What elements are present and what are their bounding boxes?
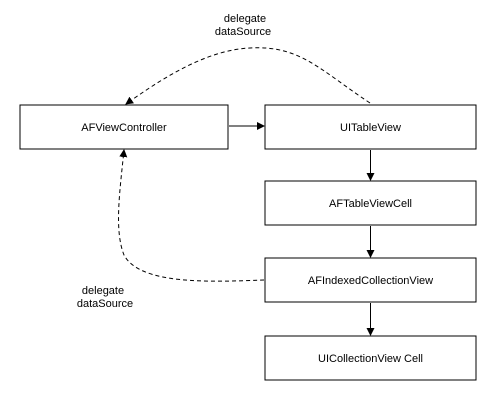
top-edge-label-datasource: dataSource xyxy=(215,26,271,38)
node-afindexedcollectionview: AFIndexedCollectionView xyxy=(264,257,477,303)
node-uicollectionviewcell-label: UICollectionView Cell xyxy=(318,353,423,365)
edge-indexedcollectionview-delegate-to-viewcontroller xyxy=(118,149,265,282)
node-uicollectionviewcell: UICollectionView Cell xyxy=(264,335,477,381)
node-aftableviewcell-label: AFTableViewCell xyxy=(329,198,412,210)
top-edge-label-delegate: delegate xyxy=(224,13,266,25)
node-uitableview-label: UITableView xyxy=(340,122,401,134)
node-afindexedcollectionview-label: AFIndexedCollectionView xyxy=(308,275,433,287)
top-edge-label: delegate dataSource xyxy=(215,13,271,38)
left-edge-label-delegate: delegate xyxy=(82,285,124,297)
node-afviewcontroller-label: AFViewController xyxy=(81,122,167,134)
node-afviewcontroller: AFViewController xyxy=(19,104,229,150)
node-uitableview: UITableView xyxy=(264,104,477,150)
left-edge-label-datasource: dataSource xyxy=(77,298,133,310)
left-edge-label: delegate dataSource xyxy=(77,285,133,310)
node-aftableviewcell: AFTableViewCell xyxy=(264,180,477,226)
edge-tableview-delegate-to-viewcontroller xyxy=(125,47,371,105)
